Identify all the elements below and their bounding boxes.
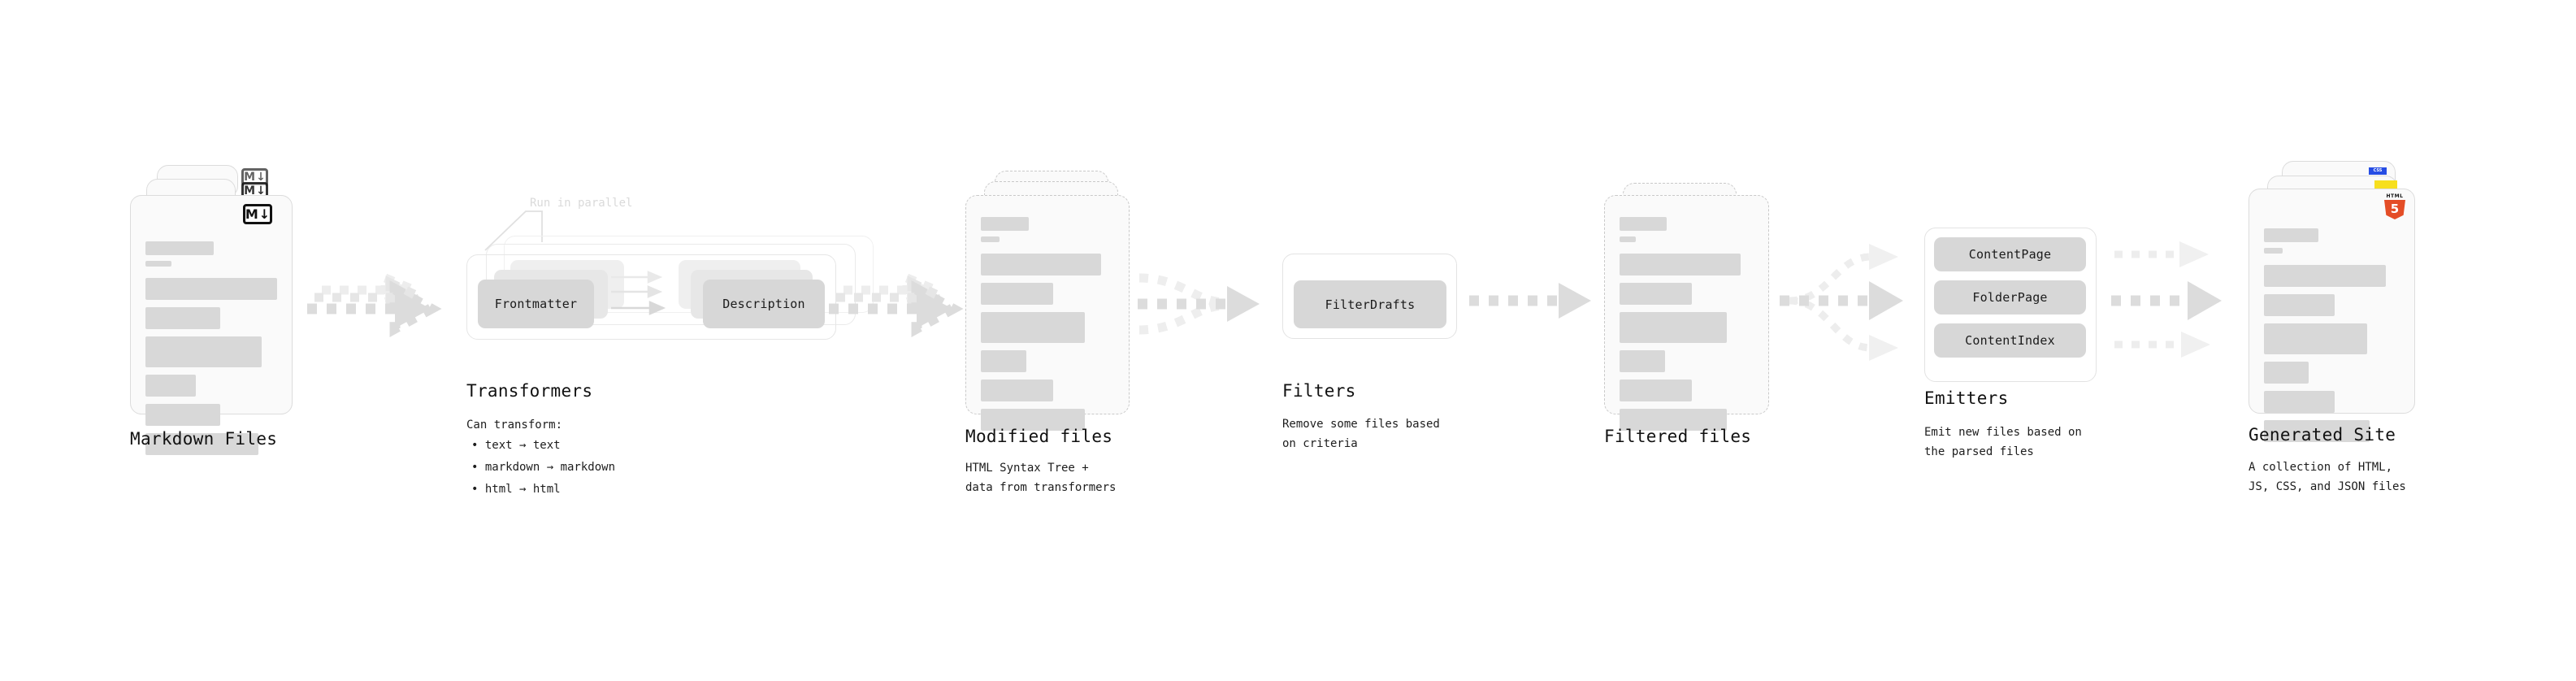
filtered-file-front <box>1604 195 1769 431</box>
emitter-chip-contentindex[interactable]: ContentIndex <box>1934 323 2086 358</box>
emitters-box <box>1924 228 2097 382</box>
run-in-parallel-label: Run in parallel <box>530 197 633 210</box>
filter-chip-label: FilterDrafts <box>1325 297 1416 312</box>
emitter-chip-label: ContentPage <box>1968 247 2052 262</box>
transformer-chip-label: Description <box>722 297 805 311</box>
doc-bar <box>981 409 1085 431</box>
doc-bar <box>145 375 196 397</box>
doc-bar <box>1620 350 1666 372</box>
modified-file-front <box>965 195 1130 431</box>
modified-files-title: Modified files <box>965 427 1113 446</box>
transformer-chip-frontmatter[interactable]: Frontmatter <box>478 280 594 328</box>
html5-badge-label: HTML <box>2386 193 2404 199</box>
doc-bar <box>981 236 1000 242</box>
markdown-file-front <box>130 195 293 455</box>
doc-bar <box>1620 254 1741 275</box>
doc-bar <box>2264 391 2335 413</box>
filter-chip-filterdrafts[interactable]: FilterDrafts <box>1294 280 1446 328</box>
filters-subtitle-1: Remove some files based <box>1282 418 1440 431</box>
transformer-chip-label: Frontmatter <box>494 297 578 311</box>
modified-files-subtitle-1: HTML Syntax Tree + <box>965 462 1089 475</box>
markdown-letter: M <box>244 184 256 197</box>
doc-bar <box>145 336 262 367</box>
transformers-inner-arrows <box>611 271 666 315</box>
doc-bar <box>145 433 259 455</box>
markdown-badge-back-2: M↓ <box>241 168 268 186</box>
filters-subtitle-2: on criteria <box>1282 437 1358 450</box>
doc-bar <box>981 380 1053 401</box>
markdown-badge-front-icon: M↓ <box>243 204 272 224</box>
css3-badge-icon: CSS <box>2369 167 2387 175</box>
markdown-letter: M <box>244 171 256 184</box>
doc-bar <box>981 283 1053 305</box>
doc-bar <box>145 307 221 329</box>
doc-bar <box>2264 362 2309 384</box>
doc-bar <box>981 312 1085 343</box>
arrow-filters-to-filtered <box>1469 283 1591 319</box>
transformers-bullet-2: • html → html <box>471 483 561 496</box>
doc-bar <box>981 350 1026 372</box>
generated-file-html <box>2249 189 2415 442</box>
doc-bar <box>145 278 277 300</box>
arrow-transformers-to-modified <box>829 271 964 337</box>
doc-bar <box>1620 380 1693 401</box>
emitter-chip-folderpage[interactable]: FolderPage <box>1934 280 2086 314</box>
doc-bar <box>145 404 221 426</box>
html5-badge-icon: HTML <box>2383 193 2406 219</box>
transformers-box <box>466 254 836 340</box>
doc-bar <box>2264 294 2335 316</box>
arrow-modified-to-filters <box>1138 273 1260 335</box>
generated-site-subtitle-2: JS, CSS, and JSON files <box>2249 480 2406 493</box>
css-badge-label: CSS <box>2373 168 2383 173</box>
transformers-subtitle: Can transform: <box>466 419 563 432</box>
doc-bar <box>1620 283 1693 305</box>
html5-shield <box>2384 200 2405 219</box>
emitter-chip-label: ContentIndex <box>1965 333 2055 348</box>
doc-bar <box>1620 236 1636 242</box>
arrow-markdown-to-transformers <box>307 271 442 337</box>
doc-bar <box>1620 217 1667 231</box>
doc-bar <box>981 254 1101 275</box>
doc-bar <box>1620 312 1727 343</box>
doc-bar <box>2264 248 2283 254</box>
doc-bar <box>2264 323 2367 354</box>
markdown-arrow: ↓ <box>256 171 266 184</box>
emitter-chip-label: FolderPage <box>1972 290 2048 305</box>
generated-site-title: Generated Site <box>2249 425 2396 445</box>
doc-bar <box>145 261 172 267</box>
doc-bar <box>981 217 1030 231</box>
modified-files-subtitle-2: data from transformers <box>965 481 1117 494</box>
emitters-title: Emitters <box>1924 388 2009 408</box>
emitter-chip-contentpage[interactable]: ContentPage <box>1934 237 2086 271</box>
markdown-arrow: ↓ <box>258 206 271 222</box>
filtered-files-title: Filtered files <box>1604 427 1752 446</box>
transformers-bullet-1: • markdown → markdown <box>471 461 616 474</box>
generated-site-subtitle-1: A collection of HTML, <box>2249 461 2393 474</box>
transformer-chip-description[interactable]: Description <box>703 280 825 328</box>
arrow-emitters-to-site <box>2111 241 2222 358</box>
filters-box <box>1282 254 1457 339</box>
filters-title: Filters <box>1282 381 1356 401</box>
doc-bar <box>2264 228 2318 242</box>
doc-bar <box>2264 265 2387 287</box>
doc-bar <box>2264 420 2370 442</box>
markdown-letter: M <box>245 206 258 222</box>
emitters-subtitle-2: the parsed files <box>1924 445 2034 458</box>
doc-bar <box>145 241 215 255</box>
run-in-parallel-leader-line <box>484 210 543 251</box>
transformers-bullet-0: • text → text <box>471 439 561 452</box>
emitters-subtitle-1: Emit new files based on <box>1924 426 2082 439</box>
arrow-filtered-to-emitters <box>1780 244 1903 361</box>
markdown-files-title: Markdown Files <box>130 429 278 449</box>
transformers-title: Transformers <box>466 381 593 401</box>
markdown-arrow: ↓ <box>256 184 266 197</box>
doc-bar <box>1620 409 1727 431</box>
